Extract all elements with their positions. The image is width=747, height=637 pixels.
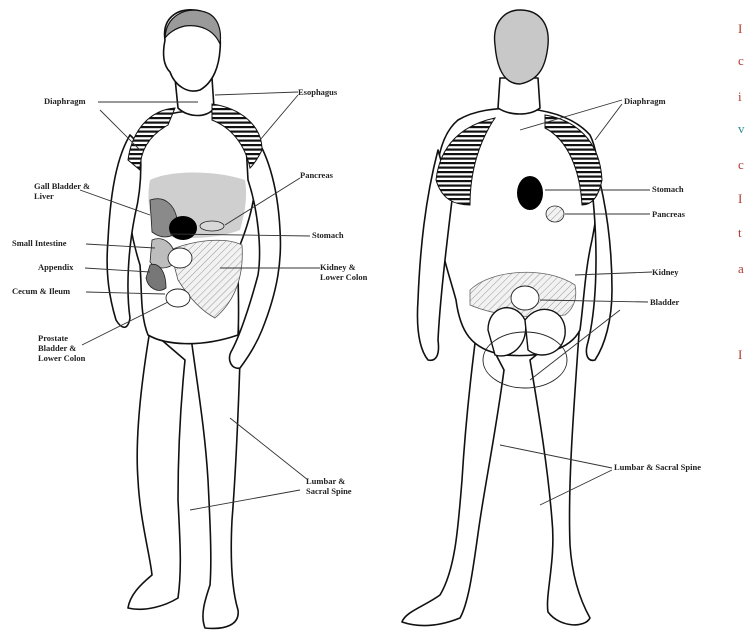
front-label-esophagus: Esophagus <box>298 87 337 97</box>
front-label-prostate-bladder-colon: Prostate Bladder & Lower Colon <box>38 333 92 363</box>
back-label-kidney: Kidney <box>652 267 678 277</box>
edge-letter-5: c <box>738 158 744 172</box>
back-pancreas-organ <box>546 206 564 222</box>
edge-letter-7: t <box>738 226 742 240</box>
front-label-stomach: Stomach <box>312 230 344 240</box>
back-stomach-organ <box>517 176 543 210</box>
front-stomach-organ <box>169 216 197 240</box>
front-prostate-oval <box>166 289 190 307</box>
front-bladder-oval <box>168 248 192 268</box>
back-head <box>495 10 549 84</box>
edge-letter-2: c <box>738 54 744 68</box>
edge-letter-9: I <box>738 348 742 362</box>
front-label-pancreas: Pancreas <box>300 170 333 180</box>
front-label-diaphragm: Diaphragm <box>44 96 86 106</box>
back-label-bladder: Bladder <box>650 297 679 307</box>
front-label-small-intestine: Small Intestine <box>12 238 67 248</box>
edge-letter-6: I <box>738 192 742 206</box>
back-figure <box>402 10 652 625</box>
front-label-kidney-lower-colon: Kidney & Lower Colon <box>320 262 380 282</box>
front-label-lumbar-sacral-spine: Lumbar & Sacral Spine <box>306 476 366 496</box>
edge-letter-8: a <box>738 262 744 276</box>
back-right-leg <box>530 320 590 625</box>
back-label-lumbar-sacral-spine: Lumbar & Sacral Spine <box>614 462 701 472</box>
back-label-pancreas: Pancreas <box>652 209 685 219</box>
back-label-diaphragm: Diaphragm <box>624 96 666 106</box>
edge-letter-3: i <box>738 90 742 104</box>
front-pancreas-organ <box>200 221 224 231</box>
front-left-leg <box>128 330 185 609</box>
back-bladder-oval <box>511 286 539 310</box>
back-left-leg <box>402 320 504 625</box>
front-label-gallbladder-liver: Gall Bladder & Liver <box>34 181 94 201</box>
front-figure <box>80 10 320 629</box>
edge-letter-1: I <box>738 22 742 36</box>
front-label-appendix: Appendix <box>38 262 73 272</box>
back-label-stomach: Stomach <box>652 184 684 194</box>
front-label-cecum-ileum: Cecum & Ileum <box>12 286 70 296</box>
edge-letter-4: v <box>738 122 745 136</box>
